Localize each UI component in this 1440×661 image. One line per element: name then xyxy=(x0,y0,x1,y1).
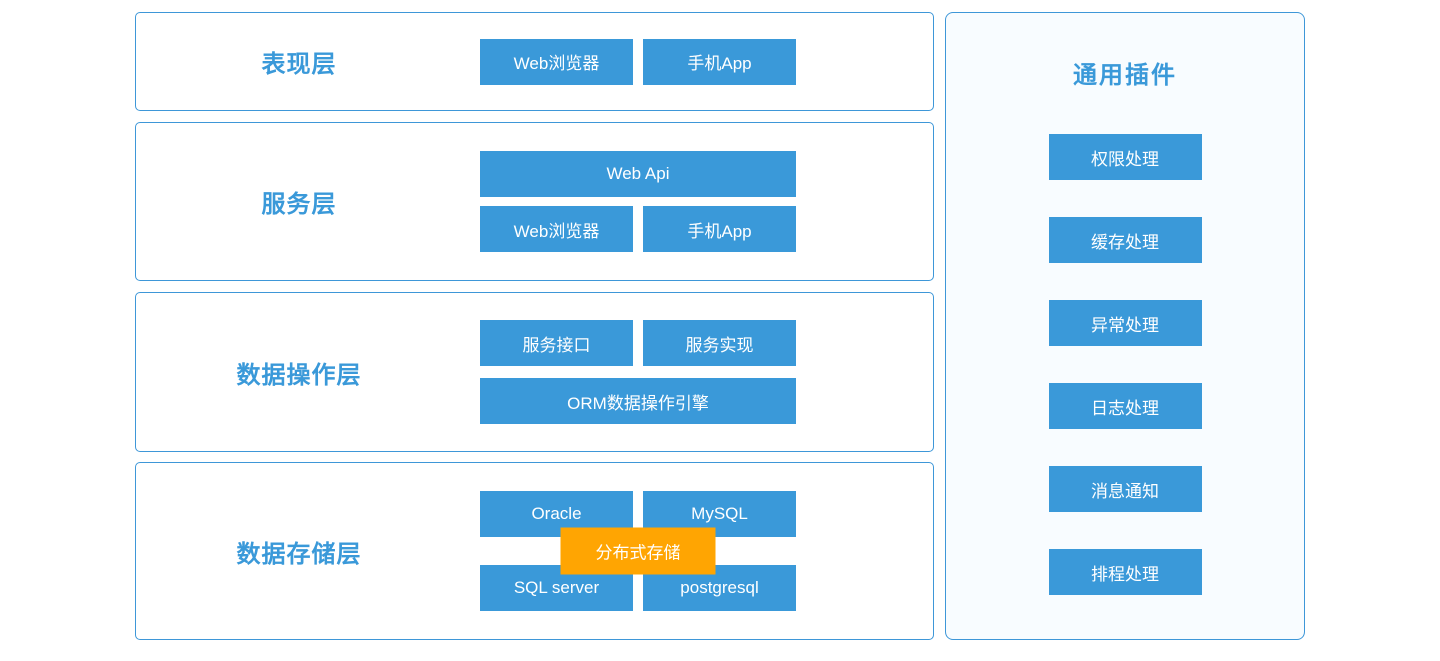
button-row: Web Api xyxy=(480,151,796,197)
button-row: ORM数据操作引擎 xyxy=(480,378,796,424)
button-row: Web浏览器 手机App xyxy=(480,206,796,252)
block-orm-engine: ORM数据操作引擎 xyxy=(480,378,796,424)
block-sql-server: SQL server xyxy=(480,565,633,611)
layer-presentation: 表现层 Web浏览器 手机App xyxy=(135,12,934,111)
block-permission-handling: 权限处理 xyxy=(1048,134,1202,180)
layer-data-storage-label: 数据存储层 xyxy=(236,540,362,568)
block-exception-handling: 异常处理 xyxy=(1048,300,1202,346)
block-service-interface: 服务接口 xyxy=(480,320,633,366)
block-log-handling: 日志处理 xyxy=(1048,383,1202,429)
layer-presentation-blocks: Web浏览器 手机App xyxy=(480,38,796,85)
layer-service-blocks: Web Api Web浏览器 手机App xyxy=(480,151,796,252)
block-mobile-app: 手机App xyxy=(643,206,796,252)
button-row: Web浏览器 手机App xyxy=(480,38,796,85)
block-schedule-handling: 排程处理 xyxy=(1048,549,1202,595)
layer-data-storage-blocks: Oracle MySQL SQL server postgresql 分布式存储 xyxy=(480,491,796,611)
block-postgresql: postgresql xyxy=(643,565,796,611)
block-oracle: Oracle xyxy=(480,491,633,537)
plugins-panel-title: 通用插件 xyxy=(1073,62,1177,89)
layer-presentation-label: 表现层 xyxy=(261,51,337,78)
plugins-list: 权限处理 缓存处理 异常处理 日志处理 消息通知 排程处理 xyxy=(946,134,1304,595)
block-web-api: Web Api xyxy=(480,151,796,197)
button-row: SQL server postgresql xyxy=(480,565,796,611)
block-message-notification: 消息通知 xyxy=(1048,466,1202,512)
block-mobile-app: 手机App xyxy=(643,38,796,85)
button-row: 服务接口 服务实现 xyxy=(480,320,796,366)
layer-data-operation: 数据操作层 服务接口 服务实现 ORM数据操作引擎 xyxy=(135,292,934,452)
block-web-browser: Web浏览器 xyxy=(480,206,633,252)
layer-data-storage: 数据存储层 Oracle MySQL SQL server postgresql… xyxy=(135,462,934,640)
layer-service-label: 服务层 xyxy=(261,191,337,218)
plugins-panel: 通用插件 权限处理 缓存处理 异常处理 日志处理 消息通知 排程处理 xyxy=(945,12,1305,640)
layer-data-operation-blocks: 服务接口 服务实现 ORM数据操作引擎 xyxy=(480,320,796,424)
block-web-browser: Web浏览器 xyxy=(480,38,633,85)
layer-data-operation-label: 数据操作层 xyxy=(236,361,362,389)
block-service-implementation: 服务实现 xyxy=(643,320,796,366)
block-cache-handling: 缓存处理 xyxy=(1048,217,1202,263)
block-distributed-storage: 分布式存储 xyxy=(560,527,716,575)
layer-service: 服务层 Web Api Web浏览器 手机App xyxy=(135,122,934,281)
